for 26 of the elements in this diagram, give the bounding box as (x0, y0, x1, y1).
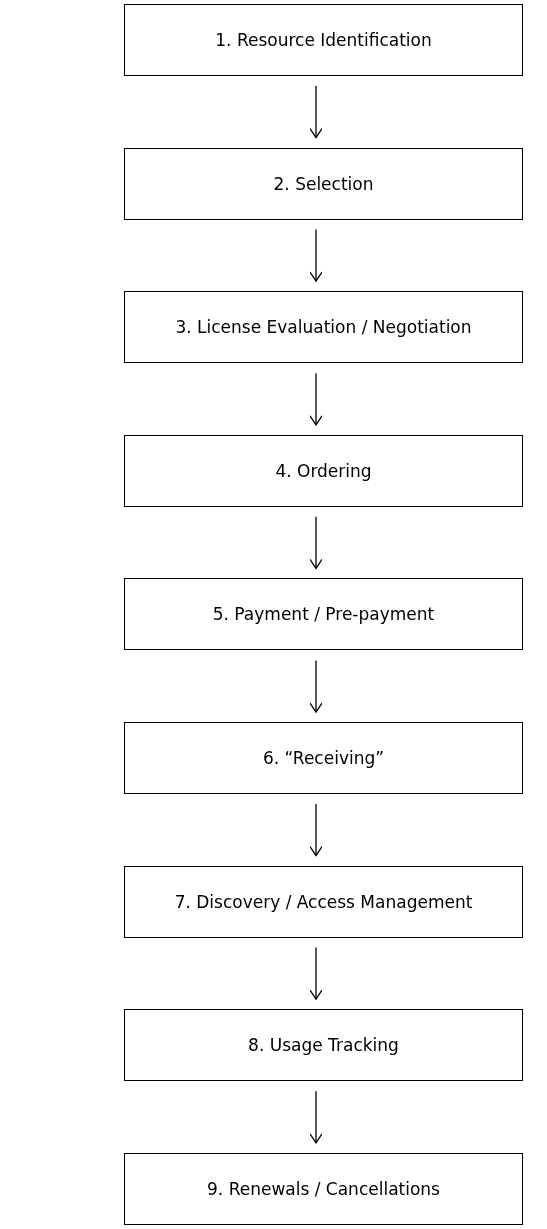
step-label: 7. Discovery / Access Management (174, 891, 473, 912)
step-label: 5. Payment / Pre-payment (212, 604, 435, 625)
step-label: 4. Ordering (275, 460, 372, 481)
arrow (309, 1090, 323, 1144)
step-label: 9. Renewals / Cancellations (207, 1178, 440, 1199)
process-box (124, 865, 523, 938)
process-box (124, 291, 523, 364)
arrow (309, 516, 323, 570)
process-box (124, 434, 523, 507)
process-box (124, 1152, 523, 1225)
arrow (309, 946, 323, 1000)
step-label: 2. Selection (273, 173, 374, 194)
process-box (124, 4, 523, 76)
process-box (124, 722, 523, 794)
arrow (309, 659, 323, 713)
step-label: 6. “Receiving” (262, 748, 385, 768)
process-box (124, 578, 523, 651)
process-box (124, 147, 523, 220)
step-label: 1. Resource Identification (215, 30, 432, 50)
process-box (124, 1009, 523, 1082)
arrow (309, 372, 323, 426)
arrow (309, 803, 323, 857)
arrow (309, 85, 323, 139)
step-label: 8. Usage Tracking (248, 1035, 399, 1056)
arrow (309, 228, 323, 282)
step-label: 3. License Evaluation / Negotiation (175, 317, 472, 338)
